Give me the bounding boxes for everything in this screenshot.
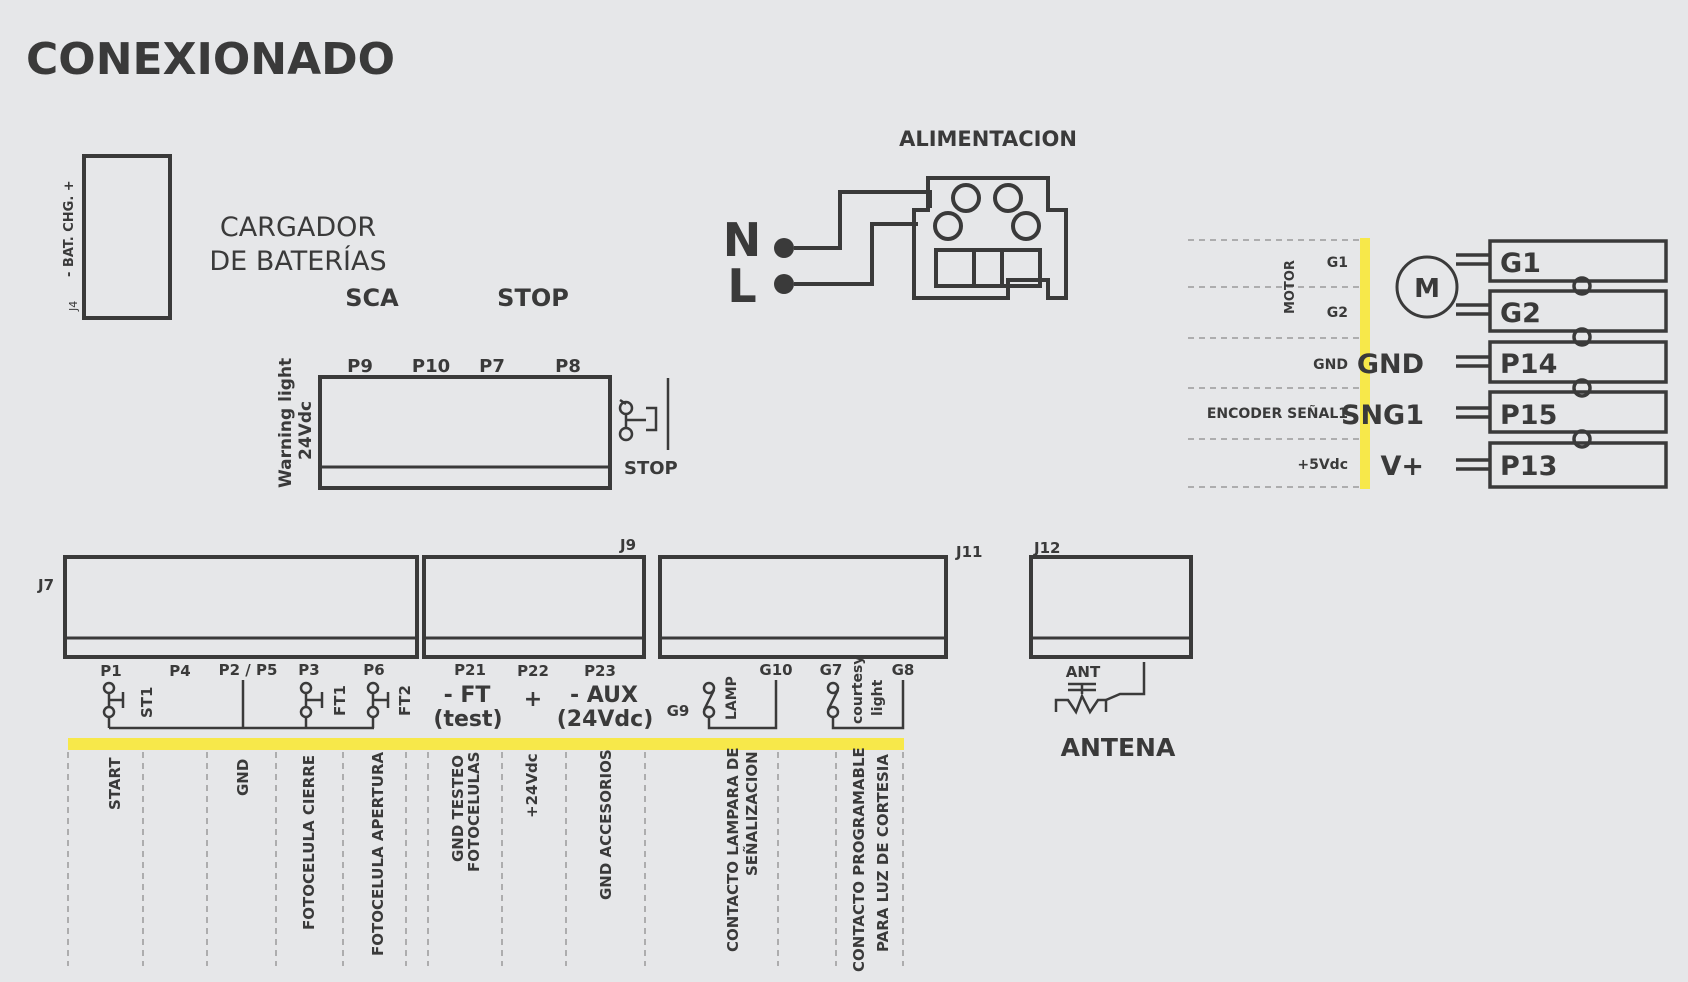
pin-p7: P7 (479, 356, 505, 377)
pin-p8: P8 (555, 356, 581, 377)
pin-p3: P3 (298, 661, 319, 679)
connector-j12-box (1029, 555, 1193, 659)
ft-test-line1: - FT (444, 683, 491, 708)
connector-j9-box (422, 555, 646, 659)
neutral-label: N (723, 213, 762, 267)
pin-g8: G8 (892, 661, 915, 679)
neutral-terminal (774, 238, 794, 258)
connector-j7-box (63, 555, 419, 659)
warning-light-label-line1: Warning light (276, 358, 296, 488)
connector-j11-box (658, 555, 948, 659)
connector-j12-label: J12 (1033, 539, 1060, 557)
courtesy-label-line2: light (870, 679, 886, 716)
label-gnd-accesorios: GND ACCESORIOS (597, 749, 615, 900)
label-contacto-lampara-line2: SEÑALIZACION (742, 751, 761, 876)
line-terminal (774, 274, 794, 294)
motor-pin-g2: G2 (1500, 298, 1541, 329)
bottom-dashed-guides (67, 752, 904, 966)
power-title: ALIMENTACION (899, 127, 1077, 151)
line-label: L (727, 259, 756, 313)
motor-terminal-block (1456, 239, 1668, 489)
motor-pin-p15: P15 (1500, 400, 1557, 431)
pin-p9: P9 (347, 356, 373, 377)
connector-j11-label: J11 (955, 543, 982, 561)
pin-g9: G9 (667, 702, 690, 720)
ant-label: ANT (1066, 663, 1101, 681)
pin-p21: P21 (454, 661, 486, 679)
bottom-wiring (102, 680, 905, 730)
motor-bus-bar (1360, 238, 1370, 489)
label-contacto-programable-line1: CONTACTO PROGRAMABLE (850, 747, 868, 972)
pin-p6: P6 (363, 661, 384, 679)
pin-p10: P10 (412, 356, 450, 377)
page-title: CONEXIONADO (26, 34, 395, 85)
motor-left-v: V+ (1380, 451, 1424, 482)
pin-g10: G10 (759, 661, 792, 679)
antenna-symbol (1054, 662, 1146, 715)
label-gnd-testeo-line2: FOTOCELULAS (465, 752, 483, 872)
motor-symbol-letter: M (1414, 274, 1440, 304)
pin-p23: P23 (584, 662, 616, 680)
charger-caption-line1: CARGADOR (220, 212, 376, 243)
battery-connector-box (82, 154, 172, 320)
label-fotocelula-cierre: FOTOCELULA CIERRE (300, 755, 318, 930)
aux-line2: (24Vdc) (557, 707, 654, 732)
motor-group-label: MOTOR (1283, 260, 1298, 314)
label-start: START (106, 757, 124, 810)
stop-switch-symbol (618, 378, 670, 450)
connector-j9-label: J9 (619, 536, 636, 554)
charger-caption-line2: DE BATERÍAS (209, 245, 386, 277)
motor-left-sng1: SNG1 (1341, 400, 1424, 431)
ft-test-line2: (test) (433, 707, 502, 732)
motor-pin-p13: P13 (1500, 451, 1557, 482)
battery-side-label: - BAT. CHG. + (62, 180, 77, 277)
warning-light-label-line2: 24Vdc (296, 401, 316, 460)
sca-label: SCA (345, 284, 399, 312)
aux-line1: - AUX (570, 683, 638, 708)
pin-p2-p5: P2 / P5 (219, 661, 278, 679)
motor-signal-gnd: GND (1313, 357, 1348, 373)
pin-p1: P1 (100, 662, 121, 680)
pin-p4: P4 (169, 662, 190, 680)
motor-pin-p14: P14 (1500, 349, 1557, 380)
ft2-label: FT2 (396, 685, 414, 716)
pin-p22: P22 (517, 662, 549, 680)
label-24vdc: +24Vdc (523, 753, 541, 818)
label-contacto-lampara-line1: CONTACTO LAMPARA DE (724, 747, 742, 952)
battery-connector-id: J4 (67, 301, 80, 312)
stop-title: STOP (497, 284, 569, 312)
st1-label: ST1 (138, 687, 156, 718)
motor-dashed-guides (1188, 239, 1368, 488)
motor-signal-encoder: ENCODER SEÑAL1 (1207, 405, 1348, 422)
motor-pin-g1: G1 (1500, 248, 1541, 279)
courtesy-label-line1: courtesy (850, 656, 866, 724)
label-contacto-programable-line2: PARA LUZ DE CORTESIA (874, 754, 892, 952)
mains-block (794, 176, 1068, 300)
motor-symbol: M (1395, 255, 1459, 319)
antena-caption: ANTENA (1061, 733, 1176, 762)
warning-connector-box (318, 375, 612, 490)
connector-j7-label: J7 (37, 576, 54, 594)
motor-left-gnd: GND (1357, 349, 1424, 380)
motor-signal-g1: G1 (1327, 255, 1348, 271)
lamp-label: LAMP (724, 676, 740, 720)
label-gnd: GND (234, 759, 252, 796)
plus-label: + (524, 687, 542, 712)
motor-signal-g2: G2 (1327, 305, 1348, 321)
pin-g7: G7 (820, 661, 843, 679)
stop-switch-label: STOP (624, 458, 678, 479)
ft1-label: FT1 (331, 685, 349, 716)
motor-signal-5v: +5Vdc (1297, 457, 1348, 473)
bottom-bus-bar (68, 738, 904, 750)
label-fotocelula-apertura: FOTOCELULA APERTURA (369, 751, 387, 956)
label-gnd-testeo-line1: GND TESTEO (449, 755, 467, 862)
